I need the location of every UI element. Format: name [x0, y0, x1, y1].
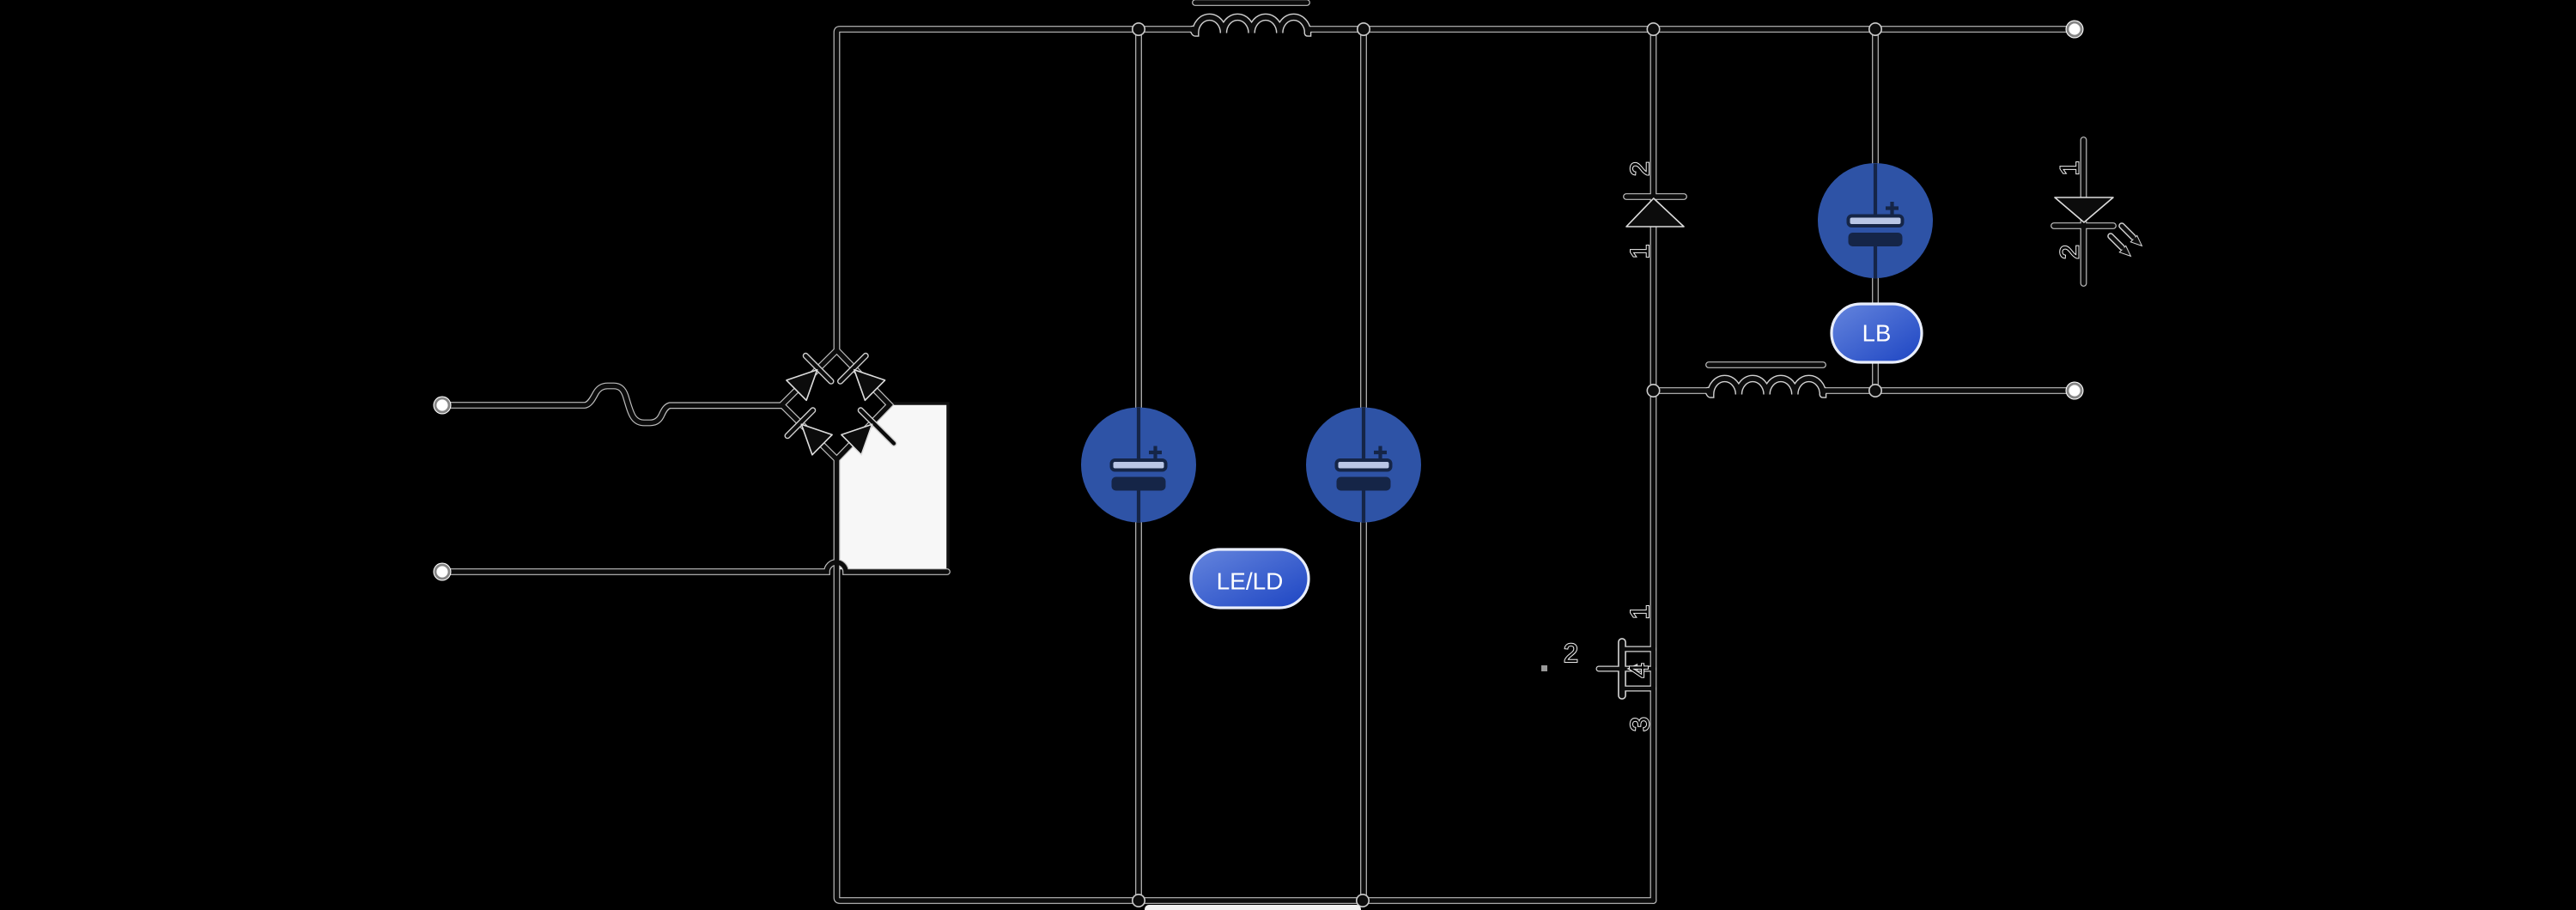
svg-text:1: 1	[1625, 245, 1655, 259]
svg-text:4: 4	[1625, 663, 1654, 677]
svg-text:1: 1	[1625, 605, 1655, 620]
svg-text:LB: LB	[1862, 320, 1892, 347]
svg-text:2: 2	[1625, 161, 1655, 176]
svg-text:LE/LD: LE/LD	[1217, 568, 1284, 595]
svg-text:3: 3	[1625, 717, 1655, 731]
svg-text:2: 2	[1564, 639, 1578, 668]
svg-text:1: 1	[2056, 161, 2085, 176]
svg-text:2: 2	[2056, 245, 2085, 259]
